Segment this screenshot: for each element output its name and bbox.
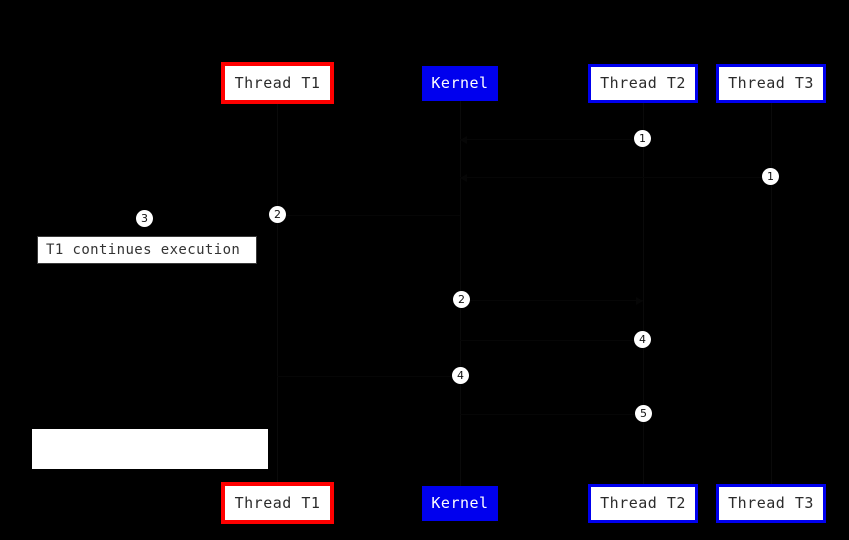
participant-label: Thread T3 bbox=[728, 494, 814, 512]
msg-kernel-to-t2-c bbox=[460, 414, 643, 415]
step-badge-kernel-2: 2 bbox=[453, 291, 470, 308]
participant-label: Kernel bbox=[431, 74, 489, 92]
step-badge-thread-t1-2: 2 bbox=[269, 206, 286, 223]
participant-top-thread-t3[interactable]: Thread T3 bbox=[716, 64, 826, 103]
msg-t3-to-kernel-arrowhead-icon bbox=[460, 173, 467, 182]
participant-top-thread-t1[interactable]: Thread T1 bbox=[221, 62, 334, 104]
step-badge-thread-t1-3: 3 bbox=[136, 210, 153, 227]
note-text: T1 continues execution bbox=[46, 242, 241, 258]
participant-label: Thread T1 bbox=[234, 493, 321, 512]
participant-label: Kernel bbox=[431, 494, 489, 512]
lifeline-t3 bbox=[771, 103, 772, 484]
participant-label: Thread T1 bbox=[234, 73, 321, 92]
participant-bottom-thread-t2[interactable]: Thread T2 bbox=[588, 484, 698, 523]
step-badge-thread-t3-1: 1 bbox=[762, 168, 779, 185]
msg-t1-to-kernel bbox=[277, 376, 460, 377]
note-blank bbox=[32, 429, 268, 469]
participant-bottom-kernel[interactable]: Kernel bbox=[422, 486, 498, 521]
msg-kernel-to-t2-b bbox=[460, 340, 643, 341]
msg-t2-to-kernel bbox=[460, 139, 643, 140]
participant-top-thread-t2[interactable]: Thread T2 bbox=[588, 64, 698, 103]
note-t1-continues: T1 continues execution bbox=[37, 236, 257, 264]
msg-kernel-to-t2 bbox=[460, 300, 643, 301]
lifeline-t1 bbox=[277, 104, 278, 482]
step-badge-thread-t2-5: 5 bbox=[635, 405, 652, 422]
lifeline-t2 bbox=[643, 103, 644, 484]
msg-t2-to-kernel-arrowhead-icon bbox=[460, 135, 467, 144]
step-badge-kernel-4: 4 bbox=[452, 367, 469, 384]
msg-t3-to-kernel bbox=[460, 177, 771, 178]
step-badge-thread-t2-1: 1 bbox=[634, 130, 651, 147]
msg-kernel-to-t2-arrowhead-icon bbox=[636, 296, 643, 305]
participant-label: Thread T2 bbox=[600, 494, 686, 512]
participant-label: Thread T2 bbox=[600, 74, 686, 92]
participant-top-kernel[interactable]: Kernel bbox=[422, 66, 498, 101]
participant-bottom-thread-t3[interactable]: Thread T3 bbox=[716, 484, 826, 523]
msg-kernel-to-t1 bbox=[277, 215, 460, 216]
participant-bottom-thread-t1[interactable]: Thread T1 bbox=[221, 482, 334, 524]
step-badge-thread-t2-4: 4 bbox=[634, 331, 651, 348]
participant-label: Thread T3 bbox=[728, 74, 814, 92]
